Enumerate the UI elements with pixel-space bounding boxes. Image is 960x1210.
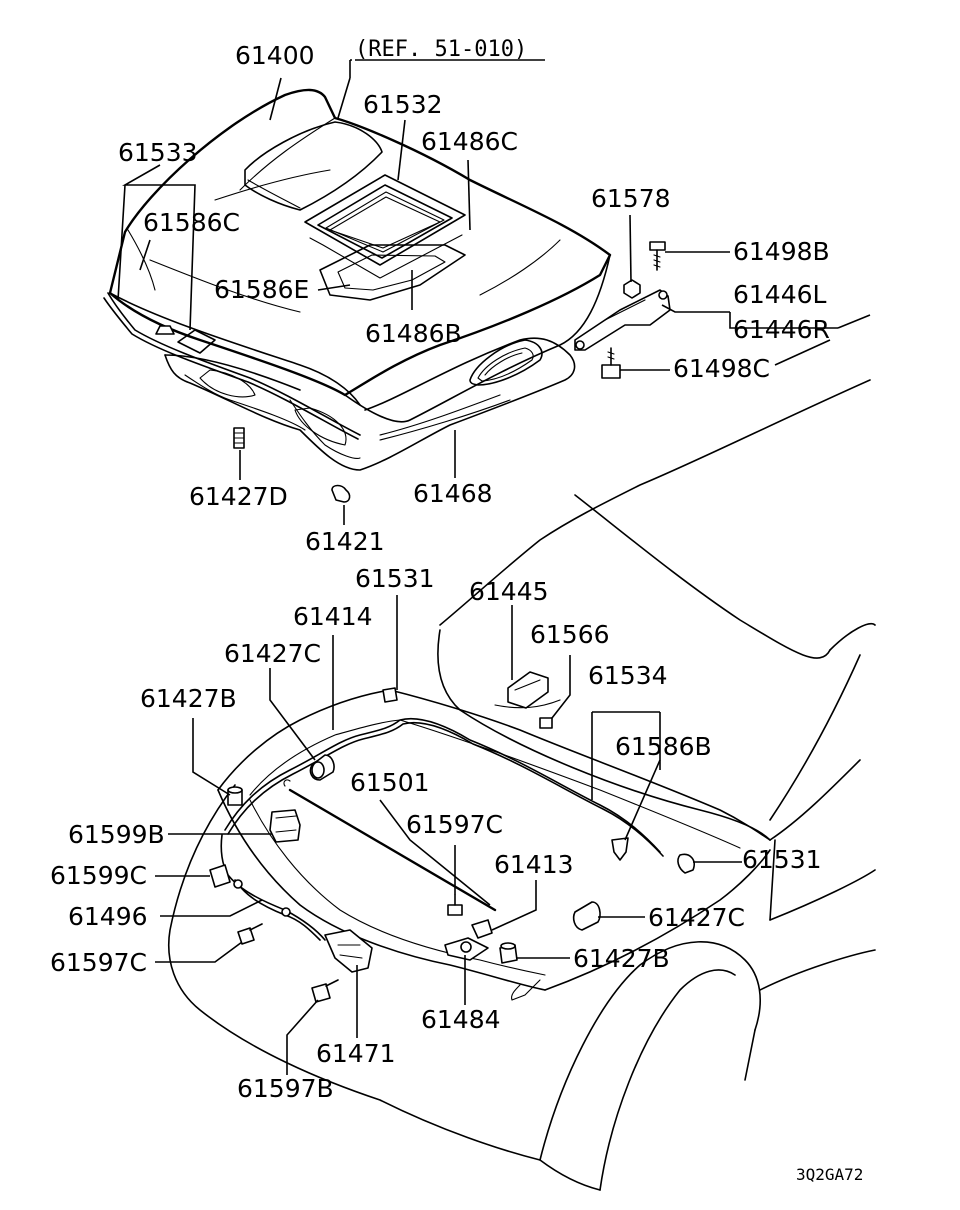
label-61445: 61445 <box>469 577 549 606</box>
label-61532: 61532 <box>363 90 443 119</box>
label-61498c: 61498C <box>673 354 770 383</box>
drawing-code: 3Q2GA72 <box>796 1165 863 1184</box>
engine-bay-hardware <box>209 671 695 1003</box>
label-61446r: 61446R <box>733 315 830 344</box>
label-61446l: 61446L <box>733 280 827 309</box>
label-61578: 61578 <box>591 184 671 213</box>
leader-lines <box>117 59 871 1075</box>
label-61566: 61566 <box>530 620 610 649</box>
hood-inner-panel-61468 <box>164 329 576 471</box>
label-61484: 61484 <box>421 1005 501 1034</box>
car-body-outline <box>168 379 876 1191</box>
label-61486c: 61486C <box>421 127 518 156</box>
hood-stay-rod-61501 <box>283 779 497 912</box>
label-61599b: 61599B <box>68 820 165 849</box>
label-61427c-right: 61427C <box>648 903 745 932</box>
label-61413: 61413 <box>494 850 574 879</box>
hood-vent-61532 <box>304 174 466 279</box>
label-61496: 61496 <box>68 902 148 931</box>
label-61586b: 61586B <box>615 732 712 761</box>
label-61486b: 61486B <box>365 319 462 348</box>
label-61427d: 61427D <box>189 482 288 511</box>
label-61599c: 61599C <box>50 861 147 890</box>
label-61400: 61400 <box>235 41 315 70</box>
label-61586c: 61586C <box>143 208 240 237</box>
label-61414: 61414 <box>293 602 373 631</box>
label-61471: 61471 <box>316 1039 396 1068</box>
label-61597c-left: 61597C <box>50 948 147 977</box>
label-61597c-top: 61597C <box>406 810 503 839</box>
hood-insulator-frame <box>319 244 466 301</box>
hood-release-cable-61414 <box>220 717 664 941</box>
hood-bolts <box>155 241 666 503</box>
hood-weatherstrip-61533 <box>103 292 361 440</box>
hood-hinges-61446 <box>574 289 671 351</box>
reference-note: (REF. 51-010) <box>355 37 527 62</box>
label-61498b: 61498B <box>733 237 830 266</box>
part-labels: 61400 (REF. 51-010) 61532 61533 61486C 6… <box>50 37 863 1184</box>
label-61421: 61421 <box>305 527 385 556</box>
label-61427b-left: 61427B <box>140 684 237 713</box>
label-61468: 61468 <box>413 479 493 508</box>
label-61501: 61501 <box>350 768 430 797</box>
label-61427b-right: 61427B <box>573 944 670 973</box>
label-61531-top: 61531 <box>355 564 435 593</box>
hood-panel <box>108 88 612 423</box>
label-61586e: 61586E <box>214 275 309 304</box>
label-61531-right: 61531 <box>742 845 822 874</box>
label-61533: 61533 <box>118 138 198 167</box>
label-61597b: 61597B <box>237 1074 334 1103</box>
label-61427c-left: 61427C <box>224 639 321 668</box>
label-61534: 61534 <box>588 661 668 690</box>
